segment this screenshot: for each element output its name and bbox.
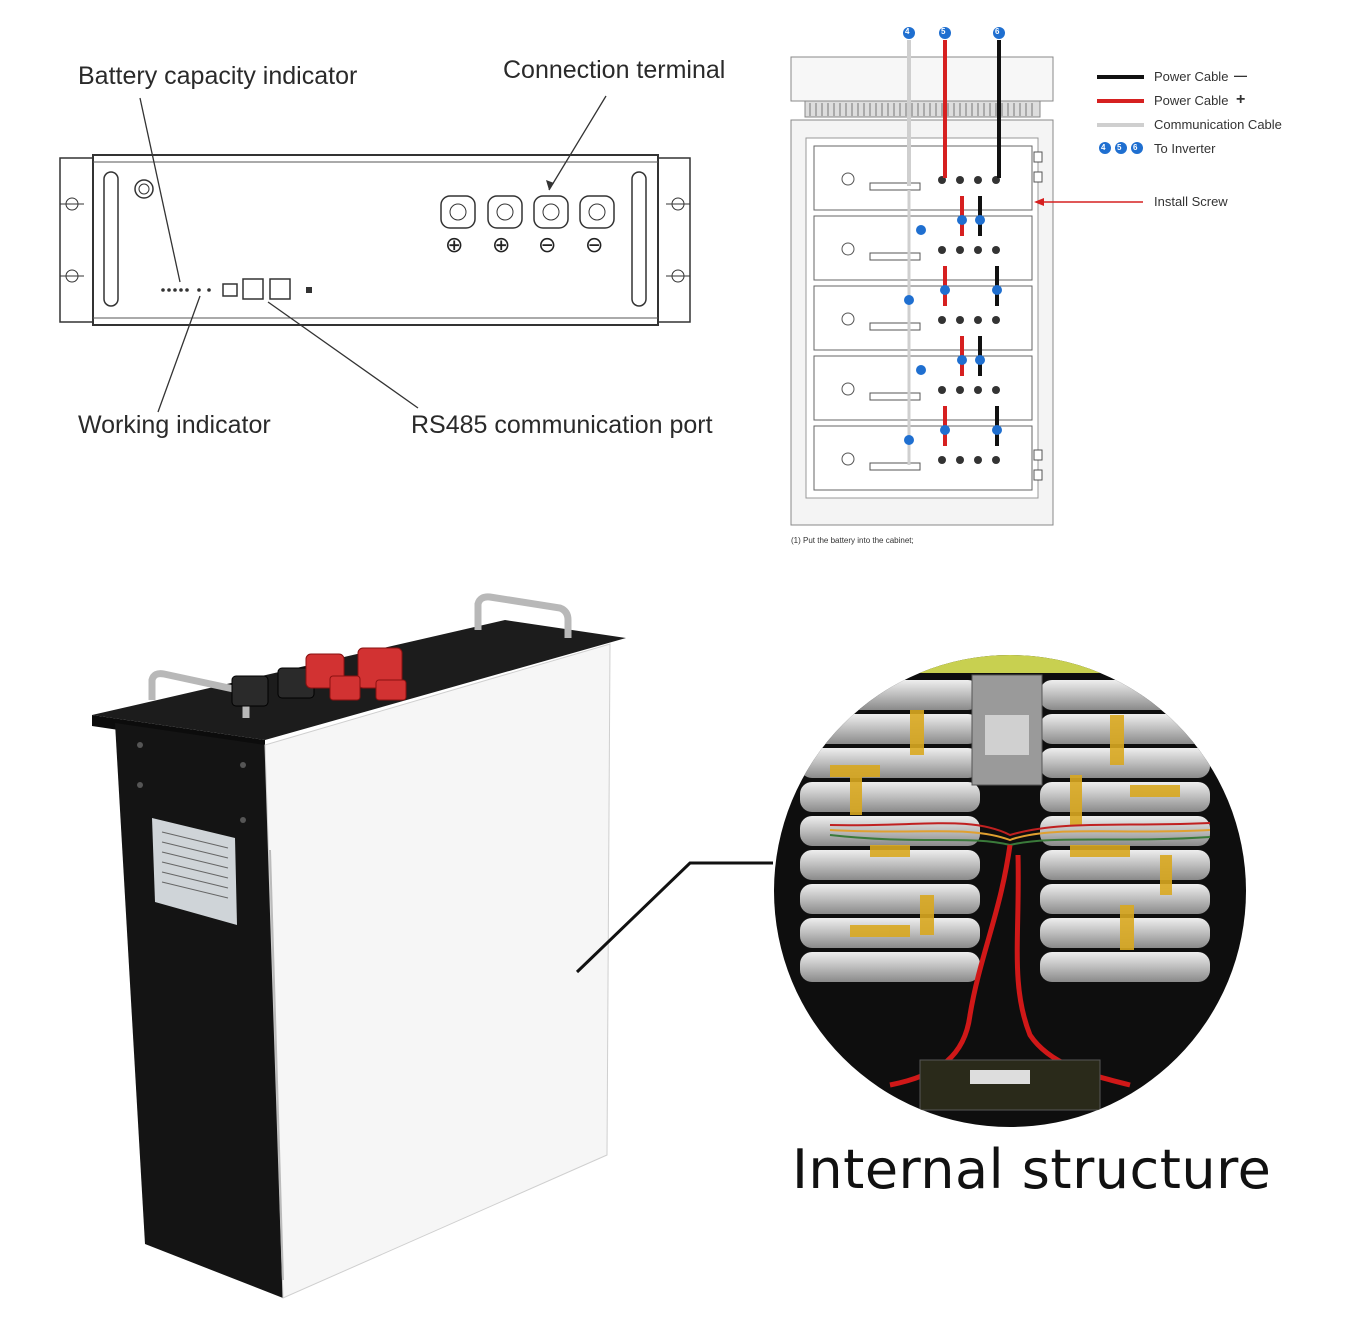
positive-terminal-icon: ⊕ xyxy=(492,232,511,257)
label-rs485-port: RS485 communication port xyxy=(411,411,713,439)
working-led-icon xyxy=(197,288,211,292)
battery-product-photo xyxy=(0,580,773,1321)
legend-comm-label: Communication Cable xyxy=(1154,117,1282,132)
legend-badge-number: 6 xyxy=(1133,143,1138,152)
terminal-icon xyxy=(579,195,615,229)
callout-line xyxy=(575,861,773,974)
badge-number: 5 xyxy=(941,27,946,36)
wiring-diagram: 4 5 6 Power Cable — Power Cable + Commun… xyxy=(770,0,1360,560)
legend-install-screw-label: Install Screw xyxy=(1154,194,1228,209)
power-switch-icon xyxy=(134,179,154,199)
wiring-caption: (1) Put the battery into the cabinet; xyxy=(791,536,914,545)
legend-to-inverter-label: To Inverter xyxy=(1154,141,1216,156)
legend-badge-number: 4 xyxy=(1101,143,1106,152)
legend-power-neg-sign: — xyxy=(1234,68,1247,83)
legend-power-neg-label: Power Cable xyxy=(1154,69,1229,84)
mount-hole-icon xyxy=(60,269,84,283)
rs485-port-icon xyxy=(269,278,291,300)
front-panel-diagram: ⊕ ⊕ ⊖ ⊖ Battery capacity indicator Conne… xyxy=(0,0,760,470)
dip-switch-icon xyxy=(222,283,238,297)
battery-product-drawing xyxy=(92,593,773,1299)
terminal-icon xyxy=(487,195,523,229)
label-connection-terminal: Connection terminal xyxy=(503,56,726,84)
battery-module xyxy=(813,285,1033,351)
legend-power-pos-label: Power Cable xyxy=(1154,93,1229,108)
mount-hole-icon xyxy=(60,197,84,211)
internal-structure-drawing xyxy=(774,655,1246,1127)
mount-hole-icon xyxy=(666,269,690,283)
badge-number: 6 xyxy=(995,27,1000,36)
label-working-indicator: Working indicator xyxy=(78,411,271,439)
negative-terminal-icon: ⊖ xyxy=(585,232,604,257)
legend-power-pos-sign: + xyxy=(1236,91,1246,108)
capacity-led-icons xyxy=(161,288,189,292)
legend-inverter-badges xyxy=(1099,142,1143,154)
mount-hole-icon xyxy=(666,197,690,211)
battery-module xyxy=(813,145,1033,211)
battery-module xyxy=(813,425,1033,491)
terminal-icon xyxy=(533,195,569,229)
internal-structure-title: Internal structure xyxy=(792,1138,1272,1201)
terminal-polarity-row: ⊕ ⊕ ⊖ ⊖ xyxy=(440,232,620,260)
front-panel-drawing xyxy=(59,95,691,413)
number-badges xyxy=(903,27,1005,445)
legend-badge-number: 5 xyxy=(1117,143,1122,152)
label-battery-capacity-indicator: Battery capacity indicator xyxy=(78,62,358,90)
internal-structure-photo xyxy=(770,655,1250,1130)
terminal-icon xyxy=(440,195,476,229)
badge-number: 4 xyxy=(905,27,910,36)
cabinet-wiring-drawing xyxy=(790,27,1144,526)
positive-terminal-icon: ⊕ xyxy=(445,232,464,257)
rs485-port-icon xyxy=(242,278,264,300)
reset-button-icon xyxy=(306,287,312,293)
negative-terminal-icon: ⊖ xyxy=(538,232,557,257)
